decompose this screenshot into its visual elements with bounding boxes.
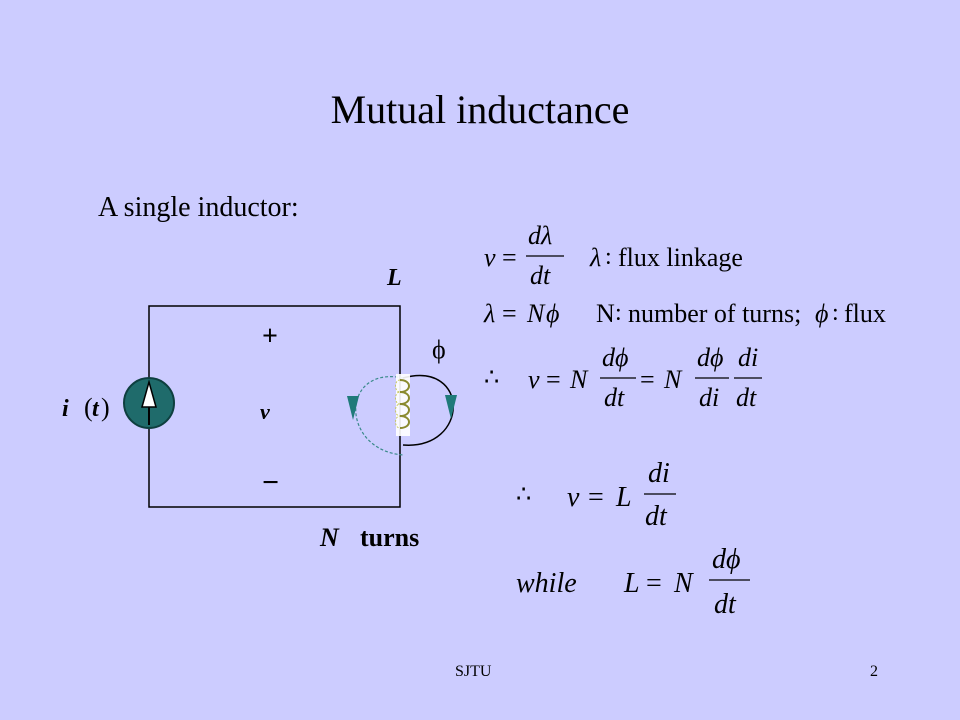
svg-text:dλ: dλ (528, 221, 552, 250)
svg-text:ϕ: ϕ (546, 299, 559, 328)
svg-text:N: N (596, 299, 615, 328)
slide-title: Mutual inductance (330, 87, 630, 132)
inductor-coil (395, 374, 410, 436)
equation-inductor-voltage: ∴ v = L di dt (516, 458, 676, 532)
svg-text:flux: flux (844, 299, 886, 328)
svg-text:=: = (502, 243, 517, 272)
flux-label: ϕ (432, 335, 446, 364)
equation-voltage-flux-linkage: v = dλ dt λ : flux linkage (484, 221, 743, 290)
current-source-arrow-head (141, 379, 157, 408)
svg-text:λ: λ (483, 299, 495, 328)
svg-text:v: v (528, 365, 540, 394)
slide-subtitle: A single inductor: (98, 192, 299, 223)
svg-text:number of turns;: number of turns; (628, 299, 801, 328)
svg-text:di: di (648, 458, 670, 489)
svg-text:=: = (588, 482, 604, 513)
svg-text:di: di (738, 343, 758, 372)
inductance-label: L (386, 265, 402, 291)
svg-text:L: L (615, 482, 632, 513)
footer-label: SJTU (455, 663, 492, 680)
turns-label-word: turns (360, 523, 419, 552)
svg-text:=: = (640, 365, 655, 394)
svg-text::: : (832, 300, 839, 326)
svg-text:v: v (567, 482, 580, 513)
current-label-time: ( t ) (84, 393, 110, 422)
svg-text:di: di (699, 383, 719, 412)
svg-text:): ) (101, 393, 110, 422)
svg-text:λ: λ (589, 243, 601, 272)
minus-sign: − (262, 466, 279, 499)
svg-text:∴: ∴ (516, 482, 531, 508)
svg-text:dt: dt (530, 261, 551, 290)
turns-label-n: N (319, 523, 340, 552)
voltage-label: v (260, 399, 270, 424)
svg-text::: : (605, 244, 612, 270)
flux-arrow-left (347, 396, 359, 420)
svg-text:dt: dt (645, 501, 668, 532)
equation-inductance-definition: while L = N dϕ dt (516, 544, 750, 620)
flux-arrow-right (445, 395, 457, 419)
svg-text:t: t (92, 396, 100, 422)
svg-text:dt: dt (714, 589, 737, 620)
svg-text:=: = (546, 365, 561, 394)
svg-text:while: while (516, 568, 577, 599)
svg-text:dϕ: dϕ (712, 544, 741, 575)
svg-text:dt: dt (604, 383, 625, 412)
svg-text:v: v (484, 243, 496, 272)
svg-text:=: = (646, 568, 662, 599)
equation-flux-linkage-definition: λ = N ϕ N : number of turns; ϕ : flux (483, 299, 886, 328)
svg-text:flux linkage: flux linkage (618, 243, 743, 272)
page-number: 2 (870, 663, 878, 680)
svg-text:N: N (569, 365, 589, 394)
plus-sign: + (262, 321, 278, 352)
svg-text:=: = (502, 299, 517, 328)
svg-text:N: N (673, 568, 694, 599)
svg-text:∴: ∴ (484, 365, 499, 391)
svg-text:L: L (623, 568, 640, 599)
equation-chain-rule: ∴ v = N dϕ dt = N dϕ di di dt (484, 343, 762, 412)
svg-text:dt: dt (736, 383, 757, 412)
current-label-i: i (62, 396, 69, 422)
svg-text:(: ( (84, 393, 93, 422)
flux-loop-dashed (355, 376, 404, 456)
svg-text::: : (615, 300, 622, 326)
svg-text:dϕ: dϕ (602, 343, 628, 372)
svg-text:N: N (663, 365, 683, 394)
svg-text:ϕ: ϕ (815, 299, 828, 328)
svg-text:N: N (526, 299, 546, 328)
svg-text:dϕ: dϕ (697, 343, 723, 372)
